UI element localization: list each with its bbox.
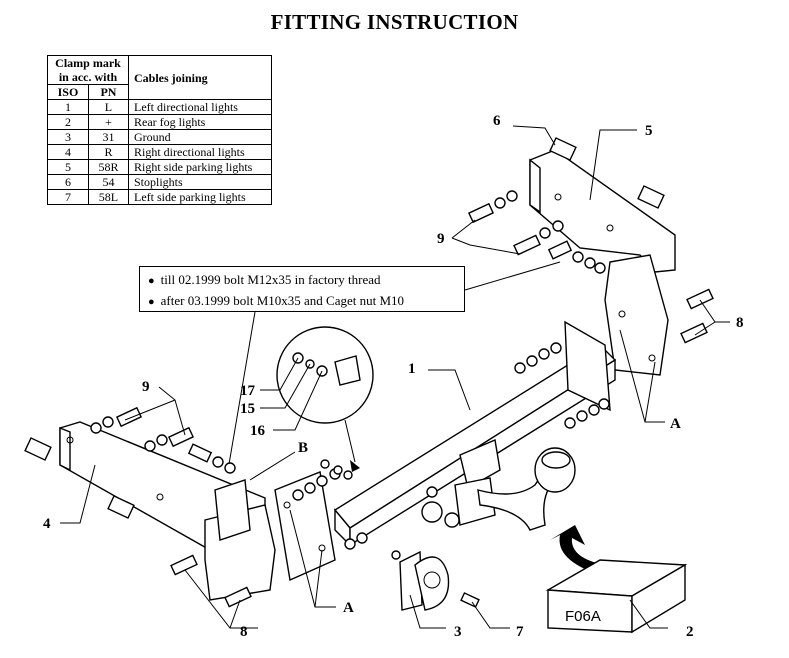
bolt-notes-box: ● till 02.1999 bolt M12x35 in factory thr… <box>139 266 465 312</box>
callout-16: 16 <box>250 423 266 439</box>
callout-9-left: 9 <box>142 379 150 395</box>
callout-leaders <box>60 125 730 629</box>
note-item: ● till 02.1999 bolt M12x35 in factory thr… <box>148 270 464 291</box>
page-title: FITTING INSTRUCTION <box>270 10 519 34</box>
callout-7: 7 <box>516 624 524 640</box>
cable-table: Clamp mark in acc. with Cables joining I… <box>47 55 272 205</box>
right-side-bracket <box>529 149 676 376</box>
note-text: after 03.1999 bolt M10x35 and Caget nut … <box>160 293 405 308</box>
insert-arrow-icon <box>550 525 605 575</box>
callout-17: 17 <box>240 383 256 399</box>
callout-B: B <box>298 440 308 456</box>
pn-cell: 31 <box>87 129 130 145</box>
detail-leader <box>344 419 356 463</box>
callout-8-right: 8 <box>736 315 744 331</box>
cable-cell: Left side parking lights <box>128 189 272 205</box>
callout-15: 15 <box>240 401 255 417</box>
callout-3: 3 <box>454 624 462 640</box>
socket-plate <box>391 550 450 611</box>
detail-arrow-icon <box>350 460 360 472</box>
packaging-box <box>545 559 688 634</box>
beam-washers <box>292 342 610 550</box>
note-text: till 02.1999 bolt M12x35 in factory thre… <box>160 272 381 287</box>
bolt-set-9-left <box>90 406 236 474</box>
cables-joining-header: Cables joining <box>128 55 272 100</box>
bullet-icon: ● <box>148 275 155 287</box>
detail-circle <box>276 326 374 424</box>
clamp-mark-header: Clamp mark in acc. with <box>47 55 129 85</box>
callout-A-right: A <box>670 416 681 432</box>
caget-nut-set <box>320 459 353 480</box>
callout-6: 6 <box>493 113 501 129</box>
box-label: F06A <box>565 608 601 625</box>
callout-A-left: A <box>343 600 354 616</box>
clip-nut <box>549 137 665 209</box>
bolt-set-8-left <box>170 554 252 608</box>
callout-8-left: 8 <box>240 624 248 640</box>
bolt-7 <box>460 592 480 608</box>
pn-cell: 54 <box>87 174 130 190</box>
tow-ball-assembly <box>421 439 576 531</box>
callout-1: 1 <box>408 361 416 377</box>
cable-cell: Right directional lights <box>128 144 272 160</box>
note-leader-right <box>464 261 561 291</box>
left-side-bracket <box>59 421 276 601</box>
cable-cell: Ground <box>128 129 272 145</box>
cable-cell: Stoplights <box>128 174 272 190</box>
iso-cell: 7 <box>47 189 89 205</box>
pn-cell: + <box>87 114 130 130</box>
callout-5: 5 <box>645 123 653 139</box>
cable-cell: Right side parking lights <box>128 159 272 175</box>
bolt-set-8-right <box>680 288 714 344</box>
clip-nut-left <box>24 437 135 519</box>
bullet-icon: ● <box>148 296 155 308</box>
callout-9-right: 9 <box>437 231 445 247</box>
note-leader-left <box>227 311 256 471</box>
callout-4: 4 <box>43 516 51 532</box>
pn-cell: 58L <box>87 189 130 205</box>
note-item: ● after 03.1999 bolt M10x35 and Caget nut… <box>148 291 464 312</box>
pn-header: PN <box>87 84 130 100</box>
bolt-set-9-right <box>467 190 606 274</box>
callout-2: 2 <box>686 624 694 640</box>
